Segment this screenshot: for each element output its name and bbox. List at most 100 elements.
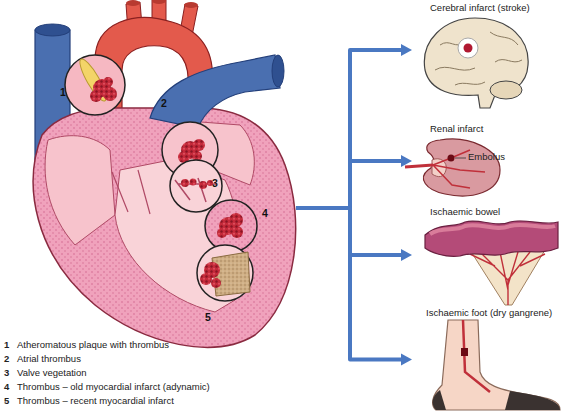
key-number: 3 xyxy=(4,368,9,379)
recent-infarct-magnifier xyxy=(197,245,253,301)
heart-body-part xyxy=(33,108,295,347)
key-text: Atrial thrombus xyxy=(17,354,81,365)
key-number: 1 xyxy=(4,340,9,351)
kidney-drawing-part xyxy=(455,158,466,159)
valve-magnifier-part xyxy=(175,178,216,202)
plaque-magnifier-part-part xyxy=(90,90,102,102)
key-number: 4 xyxy=(4,382,9,393)
kidney-drawing-part xyxy=(448,155,455,162)
callout-number: 1 xyxy=(60,86,66,98)
aorta-part xyxy=(126,0,140,6)
atrial-magnifier-part-part xyxy=(178,151,190,163)
old-infarct-magnifier-part xyxy=(217,213,243,238)
arrow-head xyxy=(401,354,412,366)
brain-drawing-part xyxy=(424,18,528,108)
foot-drawing-part xyxy=(505,391,560,410)
plaque-magnifier-part xyxy=(90,77,117,102)
callout-number: 4 xyxy=(262,207,268,219)
arrow-head xyxy=(401,249,412,261)
plaque-magnifier-part xyxy=(65,55,125,115)
brain-drawing xyxy=(424,18,528,108)
superior-vena-cava xyxy=(35,24,70,160)
brain-drawing-part xyxy=(435,32,522,85)
atrial-magnifier-part-part xyxy=(181,141,199,159)
panel-title: Ischaemic foot (dry gangrene) xyxy=(426,308,552,319)
pulmonary-artery-part xyxy=(150,55,280,128)
plaque-magnifier-part xyxy=(76,56,110,104)
embolus-arrow xyxy=(296,208,412,366)
callout-number: 5 xyxy=(205,311,211,323)
superior-vena-cava-part xyxy=(35,24,70,36)
brain-drawing-part xyxy=(458,38,478,58)
connector-line xyxy=(296,50,402,208)
arrow-head xyxy=(401,155,412,167)
target-panel: Cerebral infarct (stroke) xyxy=(412,0,561,100)
atrial-magnifier-part-part xyxy=(193,139,205,151)
aorta-part xyxy=(184,2,198,8)
key-text: Thrombus – old myocardial infarct (adyna… xyxy=(17,382,210,393)
panel-title: Renal infarct xyxy=(430,124,483,135)
old-infarct-magnifier-part-part xyxy=(229,213,243,227)
aorta-part xyxy=(180,4,198,36)
aorta-part xyxy=(95,18,213,150)
valve-magnifier-part-part xyxy=(190,179,197,186)
kidney-drawing-part xyxy=(405,165,433,167)
valve-magnifier-part xyxy=(181,179,213,190)
atrial-magnifier-part xyxy=(178,139,205,163)
heart-body-part xyxy=(115,160,240,312)
embolus-label: Embolus xyxy=(468,152,505,163)
pulmonary-artery xyxy=(150,55,284,128)
old-infarct-magnifier xyxy=(205,200,257,252)
aorta xyxy=(95,0,213,150)
recent-infarct-magnifier-part-part xyxy=(211,278,221,288)
old-infarct-magnifier-part-part xyxy=(231,226,243,238)
valve-magnifier-part-part xyxy=(181,179,189,187)
embolus-arrow xyxy=(296,155,412,208)
plaque-magnifier-part-part xyxy=(103,87,117,101)
bowel-drawing-part xyxy=(425,221,558,257)
brain-drawing-part xyxy=(490,81,522,99)
key-number: 5 xyxy=(4,396,9,407)
callout-number: 3 xyxy=(212,177,218,189)
old-infarct-magnifier-part-part xyxy=(217,228,227,238)
target-panel: Ischaemic foot (dry gangrene) xyxy=(412,306,561,413)
atrial-magnifier-part-part xyxy=(192,151,202,161)
foot-drawing-part xyxy=(463,320,490,392)
heart-body-part xyxy=(112,170,150,214)
bowel-drawing xyxy=(425,221,558,305)
embolus-arrow xyxy=(296,44,412,208)
connector-line xyxy=(296,208,402,255)
key-text: Atheromatous plaque with thrombus xyxy=(17,340,169,351)
valve-magnifier-part xyxy=(170,160,222,212)
target-panel: Ischaemic bowel xyxy=(412,205,561,305)
recent-infarct-magnifier-part xyxy=(197,245,253,301)
key-number: 2 xyxy=(4,354,9,365)
recent-infarct-magnifier-part xyxy=(212,252,250,296)
heart-source: 1 2 3 4 5 xyxy=(0,40,296,376)
aorta-part xyxy=(152,0,166,4)
recent-infarct-magnifier-part-part xyxy=(204,262,220,278)
plaque-magnifier-part-part xyxy=(93,79,111,97)
recent-infarct-magnifier-part xyxy=(200,262,221,288)
foot-drawing-part xyxy=(461,348,468,356)
brain-drawing-part xyxy=(464,44,473,53)
plaque-magnifier xyxy=(65,55,125,115)
atrial-magnifier-part xyxy=(162,122,218,178)
kidney-drawing xyxy=(405,139,500,196)
foot-drawing-part xyxy=(433,390,446,410)
heart-body xyxy=(33,108,295,347)
connector-line xyxy=(296,161,402,208)
atrial-magnifier xyxy=(162,122,218,178)
kidney-drawing-part xyxy=(432,159,446,177)
callout-number: 2 xyxy=(161,97,167,109)
arrow-head xyxy=(401,44,412,56)
valve-magnifier xyxy=(170,160,222,212)
bowel-drawing-part xyxy=(430,225,555,234)
aorta-part xyxy=(152,0,166,26)
bowel-drawing-part xyxy=(470,252,545,305)
old-infarct-magnifier-part xyxy=(205,200,257,252)
connector-line xyxy=(296,208,402,360)
heart-body-part xyxy=(45,136,115,245)
